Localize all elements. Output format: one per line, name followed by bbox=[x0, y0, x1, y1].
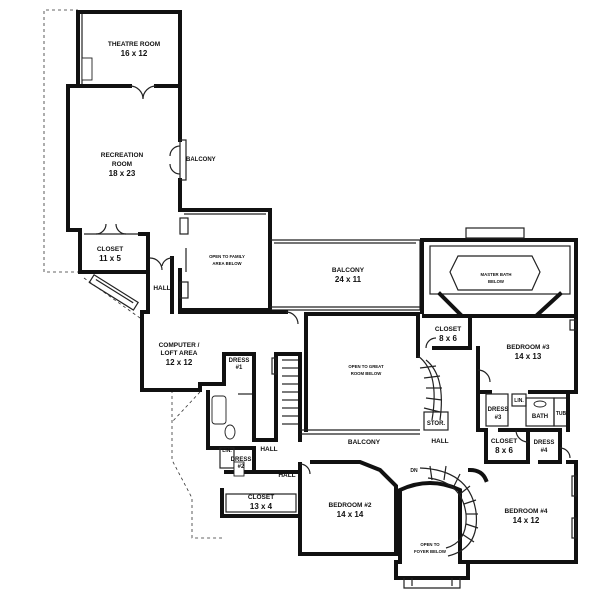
closet-bottom: CLOSET 13 x 4 bbox=[220, 488, 302, 518]
lin-left: LIN. bbox=[219, 447, 235, 469]
closet-left: CLOSET 11 x 5 bbox=[78, 223, 150, 274]
dress3-label-1: DRESS bbox=[488, 407, 509, 413]
bedroom2-label: BEDROOM #2 bbox=[329, 502, 372, 509]
closet-lower-label: CLOSET bbox=[491, 438, 517, 445]
computer-loft: COMPUTER / LOFT AREA 12 x 12 bbox=[140, 310, 299, 392]
bedroom4-size: 14 x 12 bbox=[513, 516, 540, 525]
open-great-label-2: ROOM BELOW bbox=[351, 371, 382, 376]
recreation-size: 18 x 23 bbox=[109, 169, 136, 178]
closet-bottom-size: 13 x 4 bbox=[250, 502, 273, 511]
bedroom2-size: 14 x 14 bbox=[337, 510, 364, 519]
stair-right: STOR. bbox=[417, 355, 449, 431]
bedroom-2: BEDROOM #2 14 x 14 bbox=[298, 460, 398, 556]
computer-label-2: LOFT AREA bbox=[161, 350, 198, 357]
closet-left-size: 11 x 5 bbox=[99, 254, 121, 263]
open-family-label-2: AREA BELOW bbox=[212, 261, 242, 266]
open-great: OPEN TO GREAT ROOM BELOW bbox=[304, 312, 420, 432]
lin-right-label: LIN. bbox=[514, 398, 524, 404]
bath-label: BATH bbox=[532, 414, 548, 420]
bedroom3-size: 14 x 13 bbox=[515, 352, 542, 361]
closet-left-label: CLOSET bbox=[97, 246, 123, 253]
dress1-label-2: #1 bbox=[236, 365, 243, 371]
computer-label-1: COMPUTER / bbox=[159, 342, 200, 349]
open-family: OPEN TO FAMILY AREA BELOW bbox=[178, 208, 272, 312]
dress3-label-2: #3 bbox=[495, 415, 502, 421]
hall-left-label: HALL bbox=[153, 285, 170, 292]
master-bath-label-1: MASTER BATH bbox=[481, 272, 512, 277]
dress2-label-1: DRESS bbox=[231, 457, 252, 463]
balcony-lower-label: BALCONY bbox=[348, 439, 381, 446]
theatre-room-size: 16 x 12 bbox=[121, 49, 148, 58]
closet-lower: CLOSET 8 x 6 bbox=[484, 428, 530, 464]
tub-label: TUB bbox=[556, 411, 567, 417]
balcony-main-size: 24 x 11 bbox=[335, 275, 362, 284]
roof-note bbox=[88, 274, 139, 311]
recreation-label-2: ROOM bbox=[112, 161, 132, 168]
balcony-main: BALCONY 24 x 11 bbox=[270, 239, 421, 311]
dress2-label-2: #2 bbox=[238, 464, 245, 470]
bedroom-4: BEDROOM #4 14 x 12 bbox=[462, 460, 578, 564]
open-foyer-label-1: OPEN TO bbox=[420, 542, 440, 547]
lin-left-label: LIN. bbox=[222, 448, 232, 454]
master-bath-label-2: BELOW bbox=[488, 279, 505, 284]
foyer-stair: DN OPEN TO FOYER BELOW bbox=[398, 465, 479, 564]
closet-bottom-label: CLOSET bbox=[248, 494, 274, 501]
double-door-swing bbox=[129, 85, 157, 100]
theatre-room: THEATRE ROOM 16 x 12 bbox=[76, 10, 182, 94]
dress2-area: DRESS #2 bbox=[224, 446, 256, 477]
balcony-top-label: BALCONY bbox=[186, 157, 216, 163]
entry bbox=[394, 560, 470, 589]
stor-label: STOR. bbox=[427, 421, 446, 427]
stair-left bbox=[274, 352, 302, 442]
dn-label: DN bbox=[410, 468, 418, 474]
bedroom3-label: BEDROOM #3 bbox=[507, 344, 550, 351]
open-foyer-label-2: FOYER BELOW bbox=[414, 549, 447, 554]
dress4-area: DRESS #4 bbox=[526, 428, 571, 464]
computer-size: 12 x 12 bbox=[166, 358, 193, 367]
balcony-lower: BALCONY HALL bbox=[300, 429, 449, 446]
closet-mid-label: CLOSET bbox=[435, 326, 461, 333]
bath-cluster: DRESS #3 LIN. BATH TUB bbox=[476, 390, 570, 432]
closet-mid-size: 8 x 6 bbox=[439, 334, 457, 343]
recreation-label-1: RECREATION bbox=[101, 152, 144, 159]
theatre-room-label: THEATRE ROOM bbox=[108, 41, 160, 48]
bedroom-3: BEDROOM #3 14 x 13 bbox=[468, 314, 578, 394]
recreation-room: RECREATION ROOM 18 x 23 bbox=[66, 84, 182, 232]
closet-lower-size: 8 x 6 bbox=[495, 446, 513, 455]
open-family-label-1: OPEN TO FAMILY bbox=[209, 254, 245, 259]
balcony-top: BALCONY bbox=[169, 139, 216, 181]
bedroom4-label: BEDROOM #4 bbox=[505, 508, 548, 515]
dress4-label-2: #4 bbox=[541, 448, 548, 454]
master-bath-below: MASTER BATH BELOW bbox=[420, 227, 578, 322]
hall-a-label: HALL bbox=[260, 446, 277, 453]
hall-b-label: HALL bbox=[278, 472, 295, 479]
dress4-label-1: DRESS bbox=[534, 440, 555, 446]
open-great-label-1: OPEN TO GREAT bbox=[348, 364, 384, 369]
dress1-area: DRESS #1 bbox=[206, 352, 256, 450]
hall-center-label: HALL bbox=[431, 438, 448, 445]
balcony-main-label: BALCONY bbox=[332, 267, 365, 274]
dress1-label-1: DRESS bbox=[229, 358, 250, 364]
roof-outline bbox=[43, 9, 222, 539]
closet-mid: CLOSET 8 x 6 bbox=[422, 314, 472, 350]
